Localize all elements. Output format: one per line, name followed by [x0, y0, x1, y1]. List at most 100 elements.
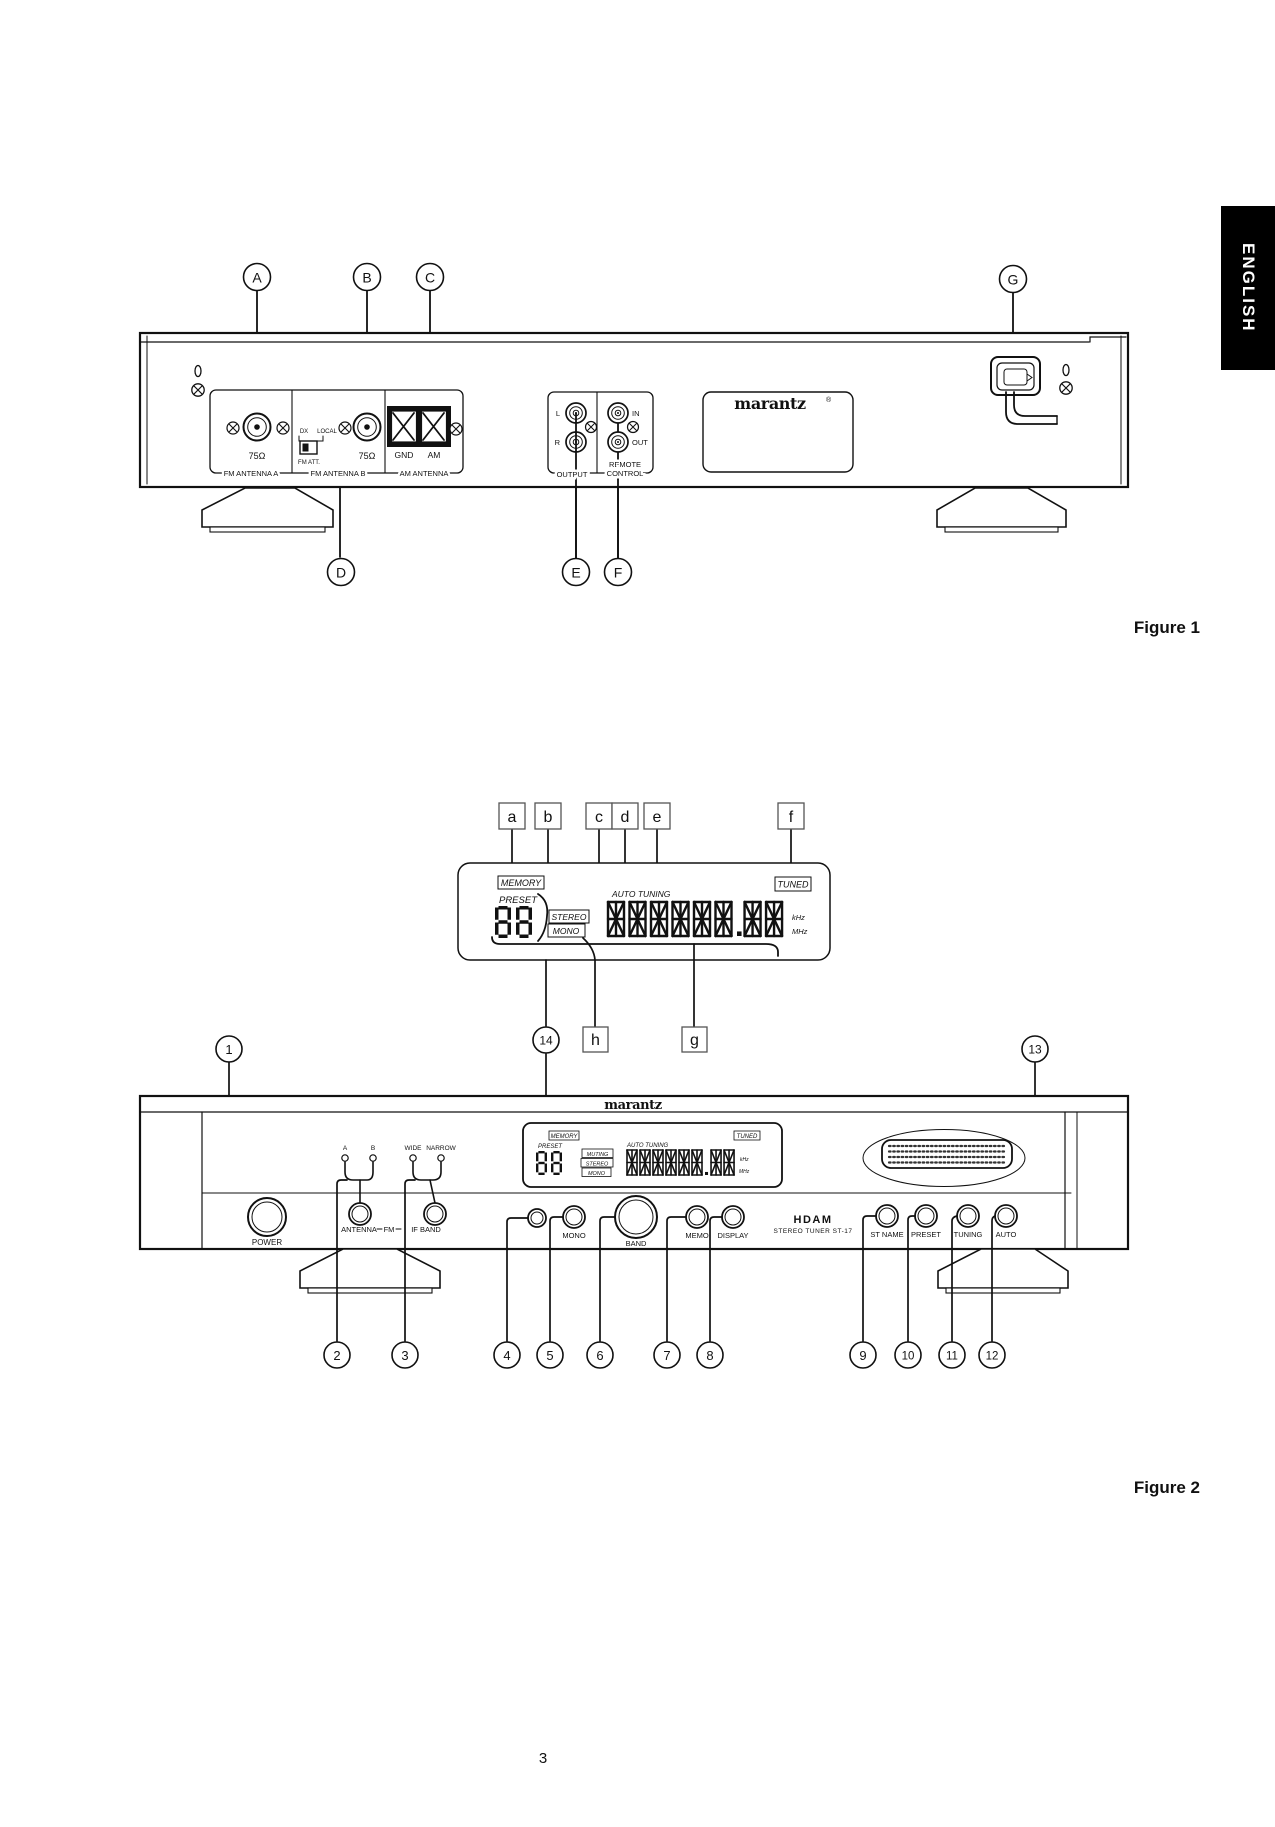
callout-G: G — [1008, 272, 1019, 288]
page-number: 3 — [538, 1750, 548, 1767]
callout-e: e — [653, 809, 662, 826]
figure2-caption: Figure 2 — [1133, 1478, 1200, 1497]
output-remote-box — [547, 391, 654, 474]
tuned-indicator-small: TUNED — [737, 1134, 758, 1140]
fm-a-impedance-label: 75Ω — [249, 451, 266, 461]
figure1-callouts: A B C G D E F — [242, 262, 1028, 587]
gnd-label: GND — [395, 450, 414, 460]
fm-label: FM — [384, 1225, 395, 1234]
callout-7: 7 — [663, 1348, 670, 1363]
callout-D: D — [336, 565, 346, 581]
callout-3: 3 — [401, 1348, 408, 1363]
preset-label-large: PRESET — [499, 895, 538, 906]
memo-button-label: MEMO — [685, 1231, 708, 1240]
callout-b: b — [544, 809, 553, 826]
band-knob-label: BAND — [626, 1239, 647, 1248]
auto-tuning-label-small: AUTO TUNING — [626, 1143, 669, 1149]
preset-digits-small — [536, 1151, 562, 1175]
if-band-label: IF BAND — [411, 1225, 441, 1234]
brand-plate — [702, 391, 854, 473]
callout-14: 14 — [539, 1034, 553, 1048]
frequency-digits-small — [626, 1149, 735, 1176]
mono-button-label: MONO — [562, 1231, 585, 1240]
memory-indicator-small: MEMORY — [551, 1134, 579, 1140]
remote-label-2: CONTROL — [607, 469, 644, 478]
preset-button-label: PRESET — [911, 1230, 941, 1239]
mono-indicator-large: MONO — [553, 926, 580, 936]
antenna-label: ANTENNA — [341, 1225, 377, 1234]
frequency-digits-large — [606, 900, 784, 938]
auto-button-label: AUTO — [996, 1230, 1017, 1239]
callout-E: E — [571, 565, 580, 581]
remote-in-label: IN — [632, 409, 640, 418]
figure2-bottom-leaders — [336, 1179, 996, 1342]
remote-out-label: OUT — [632, 438, 648, 447]
st-name-button-label: ST NAME — [870, 1230, 903, 1239]
khz-label-small: kHz — [740, 1157, 749, 1163]
am-label: AM — [428, 450, 441, 460]
power-label: POWER — [252, 1238, 282, 1247]
brand-logo-front: marantz — [604, 1098, 662, 1113]
callout-B: B — [362, 270, 371, 286]
wide-label: WIDE — [405, 1145, 423, 1152]
callout-A: A — [252, 270, 262, 286]
display-detail-large: MEMORY PRESET STEREO MONO AUTO TUNING kH… — [457, 862, 831, 961]
figure2-number-callouts: 2 3 4 5 6 7 8 9 10 11 12 — [323, 1341, 1006, 1369]
brand-reg-mark: ® — [826, 396, 832, 404]
stereo-indicator-large: STEREO — [552, 912, 587, 922]
callout-F: F — [614, 565, 623, 581]
remote-jacks — [607, 402, 640, 453]
power-knob — [247, 1197, 287, 1237]
figure2-front-panel: a b c d e f MEMORY PRESET STEREO MONO — [138, 802, 1130, 1369]
rear-right-screw — [1059, 363, 1073, 395]
output-l-label: L — [556, 409, 560, 418]
language-tab-label: ENGLISH — [1239, 243, 1258, 333]
antenna-a-label: A — [343, 1145, 348, 1152]
memory-indicator-large: MEMORY — [501, 878, 542, 888]
display-button-label: DISPLAY — [717, 1231, 748, 1240]
hdam-logo: HDAM — [794, 1214, 833, 1226]
auto-tuning-label-large: AUTO TUNING — [611, 889, 671, 899]
figure2-mid-callouts: h g 14 1 13 — [215, 1026, 1049, 1063]
brand-logo-rear: marantz — [734, 394, 806, 413]
callout-c: c — [595, 809, 603, 826]
am-terminal-block — [387, 406, 463, 447]
callout-4: 4 — [503, 1348, 510, 1363]
callout-C: C — [425, 270, 435, 286]
callout-13: 13 — [1028, 1043, 1042, 1057]
preset-label-small: PRESET — [538, 1144, 563, 1150]
callout-g: g — [690, 1032, 699, 1049]
rear-panel-body — [138, 331, 1130, 489]
muting-indicator-small: MUTING — [587, 1152, 609, 1158]
center-buttons: MONO BAND MEMO DISPLAY HDAM STEREO TUNER… — [527, 1195, 1018, 1248]
narrow-label: NARROW — [426, 1145, 456, 1152]
rear-left-screw — [191, 364, 205, 397]
callout-10: 10 — [902, 1351, 915, 1363]
am-antenna-label: AM ANTENNA — [400, 469, 449, 478]
remote-label-1: REMOTE — [609, 460, 641, 469]
mhz-label-small: MHz — [739, 1169, 750, 1175]
output-section-label: OUTPUT — [557, 470, 588, 479]
callout-8: 8 — [706, 1348, 713, 1363]
model-label: STEREO TUNER ST-17 — [774, 1228, 853, 1235]
preset-digits-large — [495, 906, 532, 938]
figure1-rear-panel: 75Ω FM ANTENNA A DX LOCAL FM ATT. 75Ω FM… — [138, 262, 1130, 587]
fm-att-label: FM ATT. — [298, 460, 320, 466]
mono-indicator-small: MONO — [588, 1171, 606, 1177]
callout-12: 12 — [986, 1351, 999, 1363]
callout-2: 2 — [333, 1348, 340, 1363]
power-cord-socket — [990, 356, 1058, 425]
antenna-sections-box — [209, 389, 464, 474]
callout-6: 6 — [596, 1348, 603, 1363]
callout-5: 5 — [546, 1348, 553, 1363]
rear-feet — [201, 487, 1067, 533]
output-r-label: R — [555, 438, 561, 447]
callout-f: f — [789, 809, 794, 826]
callout-11: 11 — [946, 1351, 958, 1363]
fm-b-impedance-label: 75Ω — [359, 451, 376, 461]
language-tab: ENGLISH — [1221, 206, 1275, 370]
callout-a: a — [508, 809, 517, 826]
antenna-if-band-group: A B WIDE NARROW — [341, 1145, 457, 1234]
